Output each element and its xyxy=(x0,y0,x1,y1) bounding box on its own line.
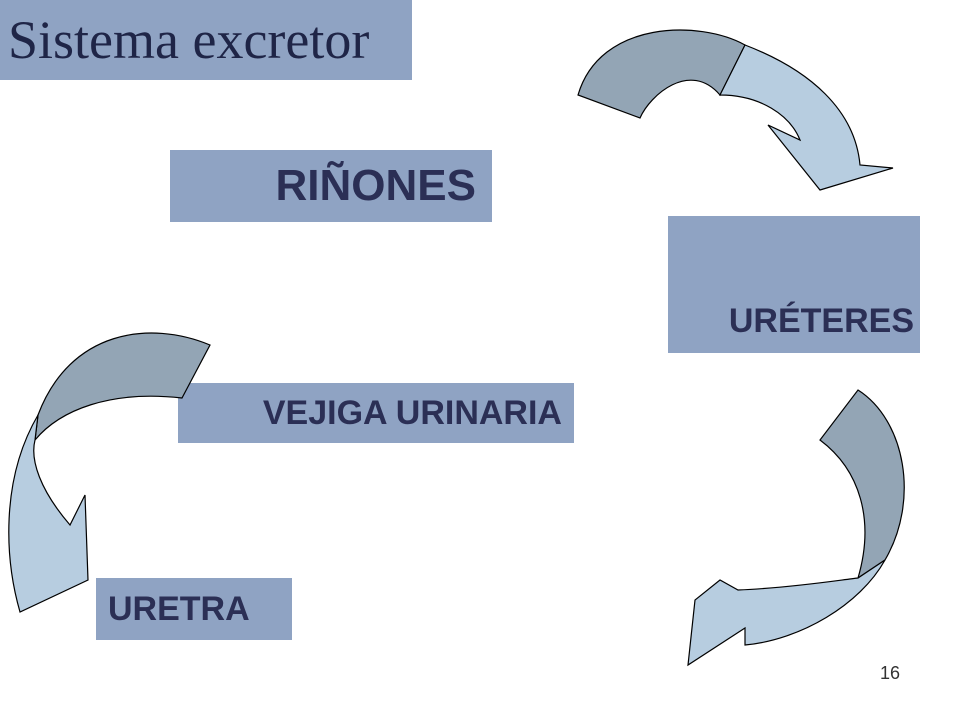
curved-arrow-icon xyxy=(8,332,211,613)
step-uretra: URETRA xyxy=(96,578,292,640)
step-ureteres: URÉTERES xyxy=(668,216,920,353)
step-ureteres-label: URÉTERES xyxy=(728,302,914,340)
page-number: 16 xyxy=(880,663,901,683)
curved-arrow-icon xyxy=(687,389,905,667)
step-rinones: RIÑONES xyxy=(170,150,492,222)
curved-arrow-icon xyxy=(577,29,894,191)
step-vejiga-urinaria: VEJIGA URINARIA xyxy=(178,383,574,443)
page-title: Sistema excretor xyxy=(0,0,412,80)
